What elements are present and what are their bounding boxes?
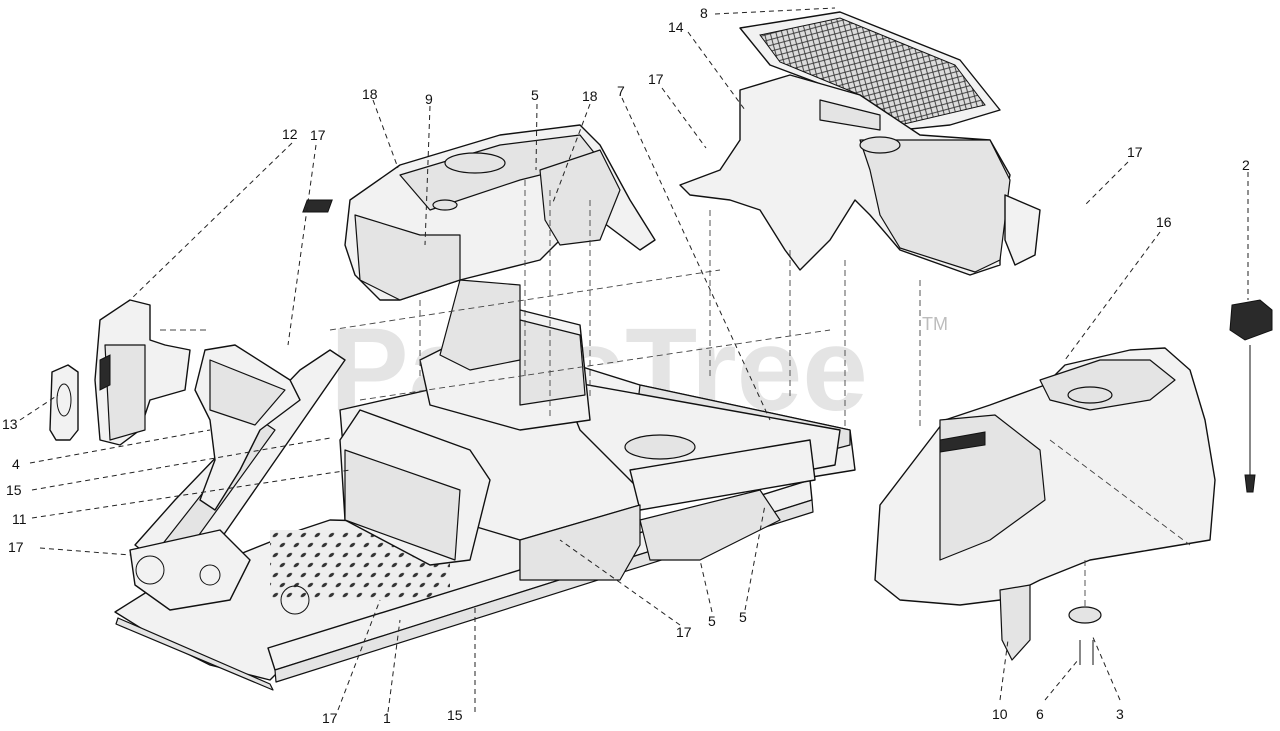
callout-17: 17: [648, 71, 664, 87]
callout-8: 8: [700, 5, 708, 21]
callout-17: 17: [676, 624, 692, 640]
frame-assembly: [114, 309, 856, 691]
callout-18: 18: [362, 86, 378, 102]
callout-17: 17: [1127, 144, 1143, 160]
callout-1: 1: [383, 710, 391, 726]
callout-15: 15: [447, 707, 463, 723]
callout-5: 5: [739, 609, 747, 625]
callout-5: 5: [708, 613, 716, 629]
callout-labels: 8 14 17 7 18 9 5 18 12 17 17 2 16 13 4 1…: [2, 5, 1250, 726]
right-fender: [874, 347, 1216, 665]
callout-2: 2: [1242, 157, 1250, 173]
side-panels-left: [49, 299, 301, 511]
callout-12: 12: [282, 126, 298, 142]
callout-14: 14: [668, 19, 684, 35]
callout-9: 9: [425, 91, 433, 107]
callout-18: 18: [582, 88, 598, 104]
callout-17: 17: [8, 539, 24, 555]
callout-3: 3: [1116, 706, 1124, 722]
callout-10: 10: [992, 706, 1008, 722]
seat-cap-part: [1229, 299, 1273, 493]
callout-4: 4: [12, 456, 20, 472]
callout-11: 11: [12, 511, 27, 527]
callout-7: 7: [617, 83, 625, 99]
center-console: [302, 124, 656, 371]
rear-deck: [679, 11, 1041, 276]
callout-5: 5: [531, 87, 539, 103]
callout-17: 17: [322, 710, 338, 726]
callout-6: 6: [1036, 706, 1044, 722]
leader-lines: [19, 7, 1249, 713]
callout-17: 17: [310, 127, 326, 143]
assembly-lines: [160, 180, 1191, 610]
callout-16: 16: [1156, 214, 1172, 230]
callout-13: 13: [2, 416, 18, 432]
callout-15: 15: [6, 482, 22, 498]
watermark-tm: TM: [922, 314, 948, 334]
